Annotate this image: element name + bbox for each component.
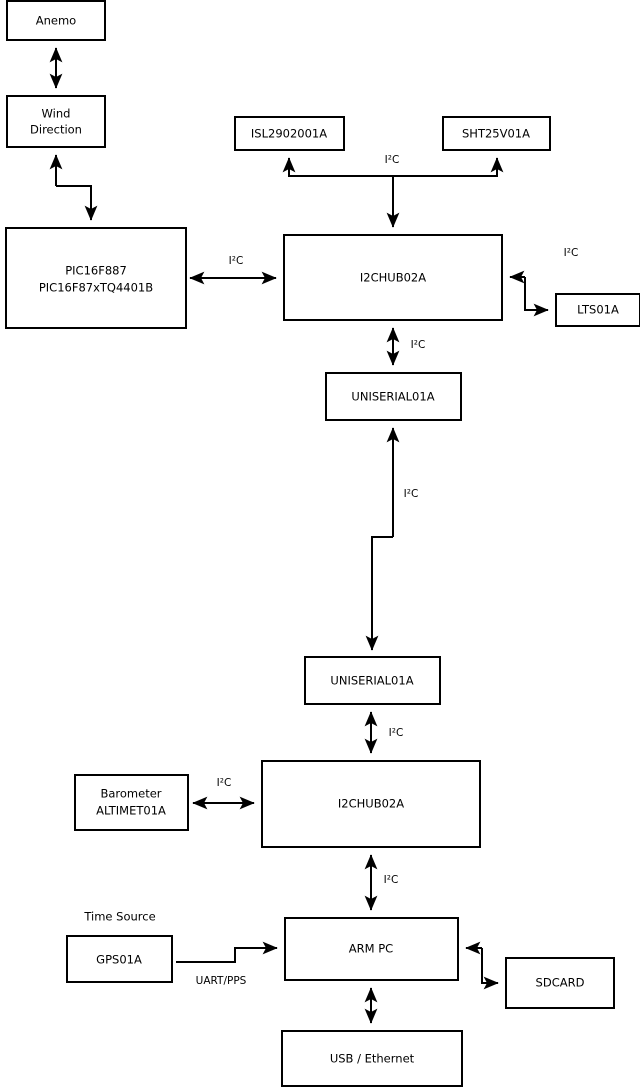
node-i2chub02a-top-label: I2CHUB02A: [360, 271, 426, 285]
node-sht25v01a[interactable]: SHT25V01A: [442, 116, 551, 151]
edge-label-i2c-hub-lts: I²C: [564, 247, 579, 259]
node-barometer-label-1: Barometer: [100, 787, 161, 801]
node-i2chub02a-bottom-box[interactable]: [261, 760, 481, 848]
node-barometer-label-2: ALTIMET01A: [96, 804, 166, 818]
node-isl2902001a[interactable]: ISL2902001A: [234, 116, 345, 151]
edge-label-i2c-top-bus: I²C: [385, 154, 400, 166]
edge-label-i2c-pic-hub: I²C: [229, 255, 244, 267]
node-gps01a-label: GPS01A: [96, 953, 142, 967]
node-anemo[interactable]: Anemo: [6, 0, 106, 41]
node-uniserial01a-top-box[interactable]: [325, 372, 462, 421]
edge-label-i2c-hub-armpc: I²C: [384, 874, 399, 886]
node-wind-direction-label-2: Direction: [30, 123, 82, 137]
edge-label-uart-pps: UART/PPS: [196, 975, 247, 987]
edge-label-i2c-uniserial-hub: I²C: [389, 727, 404, 739]
node-usb-ethernet-label: USB / Ethernet: [330, 1052, 415, 1066]
node-lts01a[interactable]: LTS01A: [555, 293, 640, 327]
label-time-source: Time Source: [83, 910, 155, 924]
node-i2chub02a-top-box[interactable]: [283, 234, 503, 321]
node-pic16f887-box[interactable]: [5, 227, 187, 329]
node-layer: Anemo Wind Direction PIC16F887 PIC16F87x…: [5, 0, 640, 1087]
node-lts01a-label: LTS01A: [577, 303, 619, 317]
edge-layer: [49, 47, 549, 1024]
node-sht25v01a-box[interactable]: [442, 116, 551, 151]
node-pic16f887[interactable]: PIC16F887 PIC16F87xTQ4401B: [5, 227, 187, 329]
node-gps01a-box[interactable]: [66, 935, 173, 983]
edge-hub-lts: [524, 277, 549, 317]
node-wind-direction-box[interactable]: [6, 95, 106, 148]
node-barometer-altimet01a-box[interactable]: [74, 774, 189, 831]
edge-label-i2c-uniserial-link: I²C: [404, 488, 419, 500]
node-uniserial01a-bottom-box[interactable]: [304, 656, 441, 705]
edge-topbus-isl: [282, 157, 393, 177]
node-uniserial01a-bottom[interactable]: UNISERIAL01A: [304, 656, 441, 705]
node-sdcard-label: SDCARD: [536, 976, 585, 990]
node-wind-direction[interactable]: Wind Direction: [6, 95, 106, 148]
edge-armpc-sdcard: [481, 948, 499, 990]
edge-label-i2c-baro-hub: I²C: [217, 777, 232, 789]
node-wind-direction-label-1: Wind: [42, 107, 71, 121]
node-uniserial01a-top[interactable]: UNISERIAL01A: [325, 372, 462, 421]
node-usb-ethernet-box[interactable]: [281, 1030, 463, 1087]
node-i2chub02a-top[interactable]: I2CHUB02A: [283, 234, 503, 321]
edge-topbus-sht: [393, 157, 504, 177]
node-isl2902001a-box[interactable]: [234, 116, 345, 151]
node-barometer-altimet01a[interactable]: Barometer ALTIMET01A: [74, 774, 189, 831]
node-pic16f887-label-2: PIC16F87xTQ4401B: [39, 281, 153, 295]
node-arm-pc[interactable]: ARM PC: [284, 917, 459, 981]
node-uniserial01a-bottom-label: UNISERIAL01A: [330, 674, 413, 688]
node-anemo-box[interactable]: [6, 0, 106, 41]
edge-gps-armpc: [176, 941, 278, 963]
node-pic16f887-label-1: PIC16F887: [65, 264, 127, 278]
node-anemo-label: Anemo: [36, 14, 76, 28]
edge-label-i2c-hub-uniserial: I²C: [411, 339, 426, 351]
label-layer: I²C I²C I²C I²C I²C I²C I²C I²C UART/PPS…: [83, 154, 578, 987]
node-uniserial01a-top-label: UNISERIAL01A: [351, 390, 434, 404]
node-gps01a[interactable]: GPS01A: [66, 935, 173, 983]
node-i2chub02a-bottom-label: I2CHUB02A: [338, 797, 404, 811]
node-sht25v01a-label: SHT25V01A: [462, 127, 530, 141]
node-isl2902001a-label: ISL2902001A: [251, 127, 327, 141]
node-arm-pc-label: ARM PC: [349, 942, 393, 956]
node-sdcard[interactable]: SDCARD: [505, 957, 615, 1009]
node-usb-ethernet[interactable]: USB / Ethernet: [281, 1030, 463, 1087]
node-arm-pc-box[interactable]: [284, 917, 459, 981]
node-sdcard-box[interactable]: [505, 957, 615, 1009]
node-i2chub02a-bottom[interactable]: I2CHUB02A: [261, 760, 481, 848]
edge-pic-wind-jog: [56, 185, 98, 221]
edge-uniserial-link-down: [365, 536, 393, 651]
node-lts01a-box[interactable]: [555, 293, 640, 327]
